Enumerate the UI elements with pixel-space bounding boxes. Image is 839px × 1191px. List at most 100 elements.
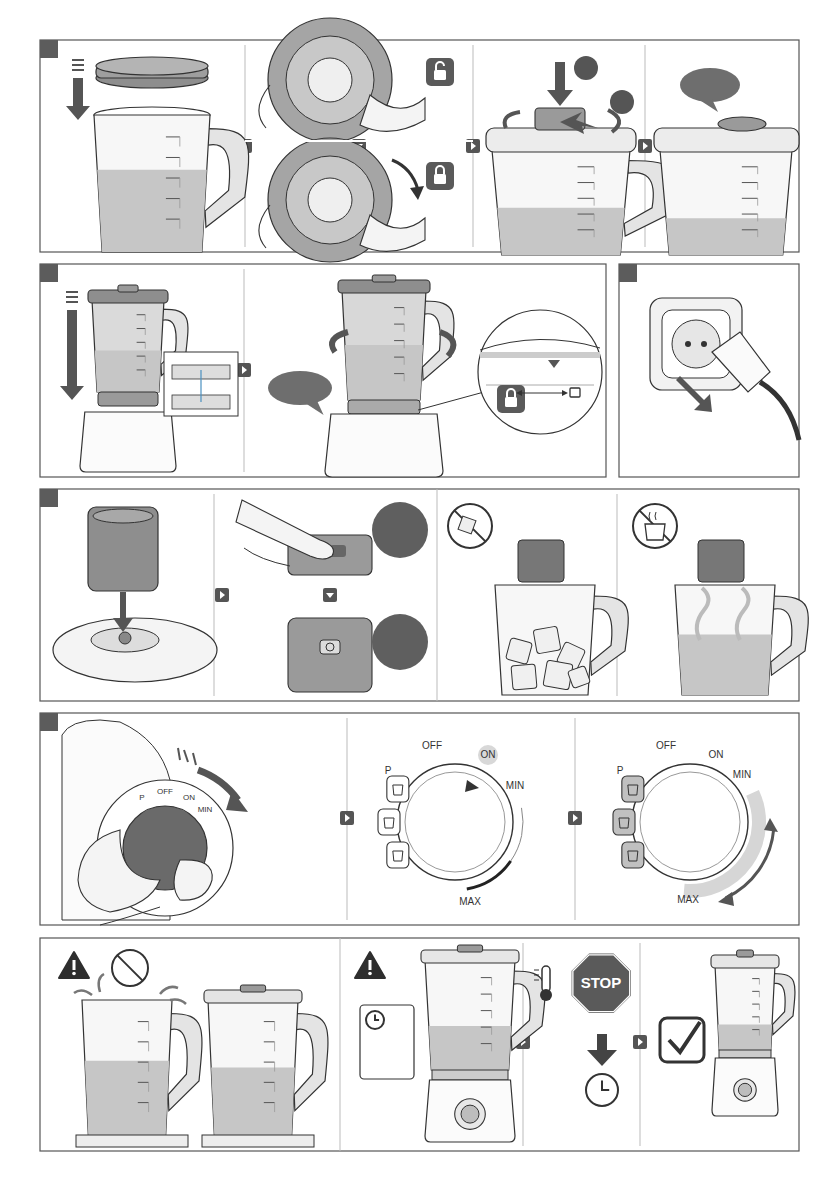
motion-dash [72,59,84,61]
position-highlight [478,745,498,765]
dial-position-label: MAX [459,897,481,907]
jug-body [82,1000,172,1135]
jug-collar [348,400,420,414]
dial-position-label: MIN [733,770,751,780]
down-arrow [66,78,90,120]
speed-scale [511,808,523,861]
base-knob [738,1083,751,1096]
graduation-mark [138,1102,149,1103]
graduation-mark [491,994,492,1002]
graduation-mark [578,182,595,183]
sequence-arrow [242,366,247,374]
graduation-mark [166,219,180,220]
program-button [613,809,635,835]
jug-body [715,965,775,1050]
hand [78,830,160,912]
lid-cap [240,985,265,992]
jug-handle [772,974,794,1035]
thermometer-tick [534,970,539,971]
graduation-mark [757,198,758,205]
octagon-fill [570,952,632,1014]
graduation-mark [145,329,146,335]
alignment-line [200,370,201,402]
motion-dash [66,301,78,303]
graduation-mark [274,1103,275,1112]
prohibition-circle [633,504,677,548]
motion-dash [193,753,196,765]
panel-divider [214,494,215,696]
jug-liquid [97,170,207,252]
jug-lid [53,618,217,682]
lid-cap [737,950,754,957]
base-top [202,1135,314,1147]
vacuum-unit-top [93,509,153,523]
jug-handle [511,971,545,1050]
sequence-arrow [638,1038,643,1046]
graduation-mark [404,324,405,332]
base-top [76,1135,188,1147]
lock-range-head [562,390,568,396]
rotate-arrowhead [226,790,248,812]
clock-hands [602,1080,609,1090]
graduation-mark [274,1062,275,1071]
program-button [622,776,644,802]
thumb [174,860,212,900]
sequence-arrow [220,591,225,599]
detail-inset [164,352,238,416]
thumb [259,205,270,248]
dial-position-label: OFF [422,741,442,751]
dial-knob-edge [405,772,505,872]
step-marker [40,264,58,282]
lid-ring [286,156,374,244]
adjust-arrowhead [718,892,734,906]
lid-cap [372,275,396,282]
overflow-splash [74,974,186,1004]
sequence-arrow [326,593,334,598]
step-marker [40,713,58,731]
graduation-mark [264,1102,275,1103]
dial-position-label: ON [709,750,724,760]
rotate-arrow [392,160,418,190]
socket-face [662,310,730,378]
graduation-mark [481,994,492,995]
jug-handle [422,301,453,380]
lid-cap [457,945,482,952]
jug-body [342,290,426,400]
graduation-mark [148,1042,149,1051]
down-arrow-head [587,1050,617,1066]
jug-liquid [211,1068,295,1136]
lid-hub [119,632,131,644]
jug-body [208,1000,298,1135]
graduation-mark [742,229,758,230]
graduation-mark [757,183,758,190]
jug-body [495,585,595,695]
thermometer-tick [534,975,539,976]
jug-body [425,960,515,1070]
vacuum-unit [88,507,158,591]
jug-liquid [95,351,161,392]
jug-handle [771,596,808,675]
lid-cap [718,117,766,131]
graduation-mark [752,1016,759,1017]
graduation-mark [578,214,595,215]
graduation-mark [742,214,758,215]
sequence-marker [340,811,354,825]
twist-arrow [505,112,520,128]
jug-liquid [678,635,772,696]
graduation-mark [145,356,146,362]
insert-arrow [676,376,712,412]
adjust-arrowhead [764,818,778,832]
prohibition-circle [448,504,492,548]
motor-base [325,414,443,477]
dial-position-label: ON [481,750,496,760]
callout-circle [372,502,428,558]
motion-dash [66,291,78,293]
graduation-mark [274,1022,275,1031]
dial-pointer [465,780,479,792]
lid [654,128,799,152]
dial-knob-edge [640,772,740,872]
graduation-mark [757,230,758,237]
dial-position-label: P [139,794,144,802]
warning-mark [73,960,76,970]
down-arrow-shaft [120,592,126,620]
